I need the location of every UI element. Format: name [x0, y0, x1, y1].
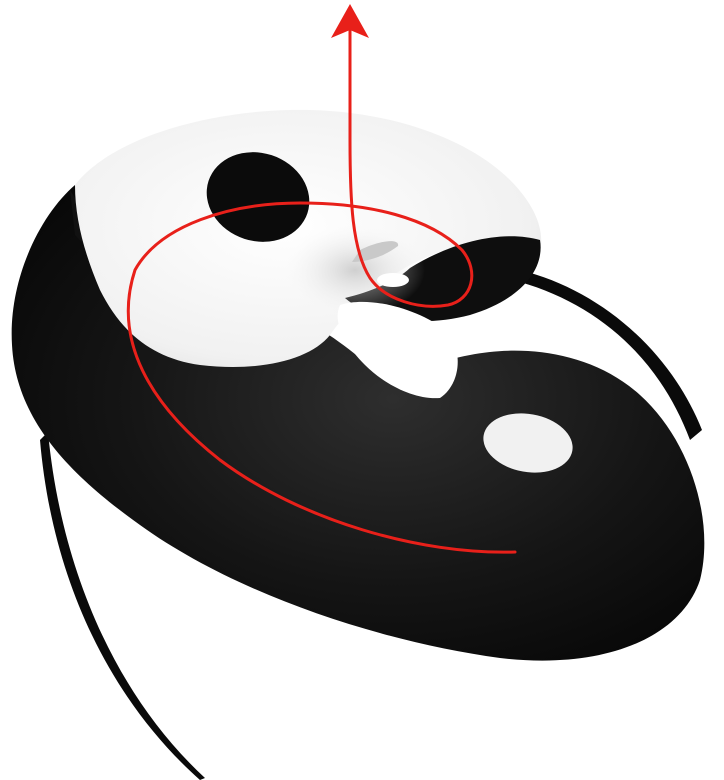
center-gap [377, 273, 409, 287]
